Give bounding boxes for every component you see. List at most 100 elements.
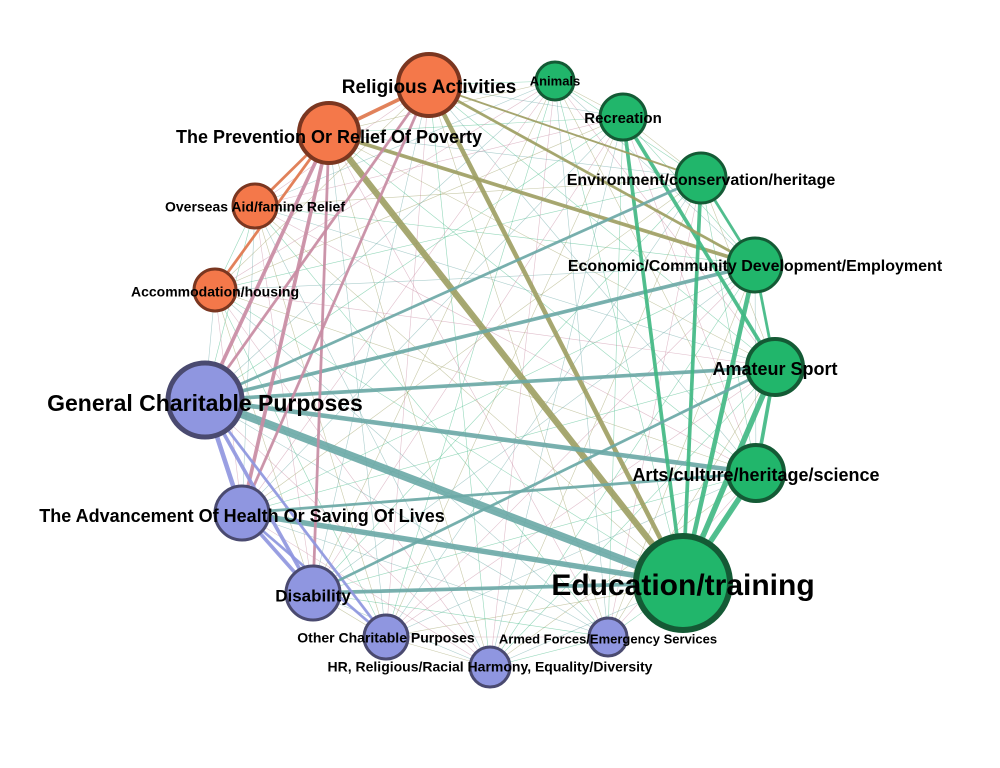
node-label-environment: Environment/conservation/heritage <box>567 172 836 189</box>
node-label-hr: HR, Religious/Racial Harmony, Equality/D… <box>328 659 653 675</box>
node-housing <box>192 267 238 313</box>
mesh-edge-religious-hr <box>428 84 491 668</box>
node-religious <box>396 52 462 118</box>
mesh-edge-housing-recreation <box>214 116 624 291</box>
node-label-recreation: Recreation <box>584 110 662 127</box>
edge-poverty-economic <box>327 131 757 267</box>
mesh-edge-poverty-sport <box>328 132 776 368</box>
edge-general-environment <box>203 176 703 402</box>
mesh-edge-recreation-other <box>385 116 624 638</box>
node-label-general: General Charitable Purposes <box>47 390 363 416</box>
mesh-edge-housing-economic <box>214 264 756 291</box>
edge-religious-economic <box>427 83 757 267</box>
node-label-housing: Accommodation/housing <box>131 284 299 300</box>
edge-religious-environment <box>428 84 702 179</box>
mesh-edge-overseas-sport <box>254 205 776 368</box>
edge-recreation-education <box>621 115 685 585</box>
node-sport <box>745 337 805 397</box>
edge-general-education <box>200 395 688 588</box>
node-arts <box>726 443 786 503</box>
mesh-edge-general-armed <box>204 399 609 638</box>
mesh-edge-animals-health <box>241 80 556 514</box>
mesh-edge-housing-arts <box>214 289 757 474</box>
mesh-edge-health-armed <box>241 512 609 638</box>
node-label-arts: Arts/culture/heritage/science <box>632 465 879 485</box>
node-label-disability: Disability <box>275 586 351 605</box>
edge-poverty-disability <box>311 131 331 595</box>
node-economic <box>726 236 784 294</box>
node-layer <box>165 52 805 689</box>
node-poverty <box>297 101 361 165</box>
mesh-edge-poverty-recreation <box>328 116 624 134</box>
edge-religious-health <box>240 83 431 515</box>
mesh-edge-overseas-arts <box>254 205 757 474</box>
mesh-edge-arts-hr <box>489 472 757 668</box>
node-education <box>633 533 733 633</box>
edge-health-arts <box>240 471 758 515</box>
mesh-edge-arts-disability <box>312 472 757 594</box>
node-label-education: Education/training <box>551 569 814 602</box>
node-general <box>165 360 245 440</box>
edge-general-economic <box>203 263 757 402</box>
mesh-edge-animals-sport <box>554 80 776 368</box>
mesh-edge-religious-housing <box>214 84 430 291</box>
edge-general-other <box>203 398 388 639</box>
mesh-edge-sport-other <box>385 366 776 638</box>
node-overseas <box>231 182 279 230</box>
mesh-edge-overseas-environment <box>254 177 702 207</box>
mesh-edge-housing-education <box>214 289 684 584</box>
edge-general-arts <box>202 397 759 476</box>
edge-recreation-sport <box>621 115 777 369</box>
node-label-religious: Religious Activities <box>342 77 517 98</box>
node-label-armed: Armed Forces/Emergency Services <box>499 631 717 646</box>
mesh-edge-recreation-hr <box>489 116 624 668</box>
mesh-edge-overseas-other <box>254 205 387 638</box>
mesh-edge-environment-arts <box>700 177 757 474</box>
mesh-edge-religious-arts <box>428 84 757 474</box>
mesh-edge-animals-arts <box>554 80 757 474</box>
edge-poverty-general <box>203 131 331 402</box>
mesh-edge-recreation-disability <box>312 116 624 594</box>
mesh-edge-poverty-other <box>328 132 387 638</box>
mesh-edge-religious-sport <box>428 84 776 368</box>
node-label-poverty: The Prevention Or Relief Of Poverty <box>176 127 482 147</box>
edge-poverty-education <box>325 129 687 587</box>
node-armed <box>587 616 629 658</box>
node-animals <box>534 60 576 102</box>
node-label-animals: Animals <box>530 73 581 88</box>
edge-poverty-health <box>240 131 331 515</box>
mesh-edge-religious-disability <box>312 84 430 594</box>
node-label-economic: Economic/Community Development/Employmen… <box>568 258 943 275</box>
mesh-edge-recreation-general <box>204 116 624 401</box>
mesh-edge-recreation-arts <box>622 116 757 474</box>
node-other <box>362 613 410 661</box>
edge-religious-general <box>203 83 431 402</box>
edge-disability-sport <box>311 365 777 595</box>
edge-environment-education <box>681 176 703 585</box>
mesh-edge-animals-disability <box>312 80 556 594</box>
edge-disability-education <box>311 581 685 595</box>
mesh-edge-recreation-health <box>241 116 624 514</box>
node-recreation <box>598 92 648 142</box>
node-label-other: Other Charitable Purposes <box>297 630 475 646</box>
node-label-health: The Advancement Of Health Or Saving Of L… <box>39 506 444 526</box>
mesh-edge-general-hr <box>204 399 491 668</box>
mesh-edge-education-other <box>385 582 684 638</box>
edge-layer <box>200 80 778 668</box>
node-hr <box>468 645 512 689</box>
mesh-edge-housing-hr <box>214 289 491 668</box>
node-environment <box>674 151 728 205</box>
node-disability <box>284 564 342 622</box>
mesh-edge-animals-armed <box>554 80 609 638</box>
mesh-edge-poverty-hr <box>328 132 491 668</box>
edge-economic-education <box>680 262 758 586</box>
mesh-edge-disability-armed <box>312 592 609 638</box>
edge-religious-education <box>426 82 686 586</box>
mesh-edge-animals-general <box>204 80 556 401</box>
mesh-edge-arts-other <box>385 472 757 638</box>
mesh-edge-economic-health <box>241 264 756 514</box>
node-health <box>213 484 271 542</box>
mesh-edge-environment-disability <box>312 177 702 594</box>
